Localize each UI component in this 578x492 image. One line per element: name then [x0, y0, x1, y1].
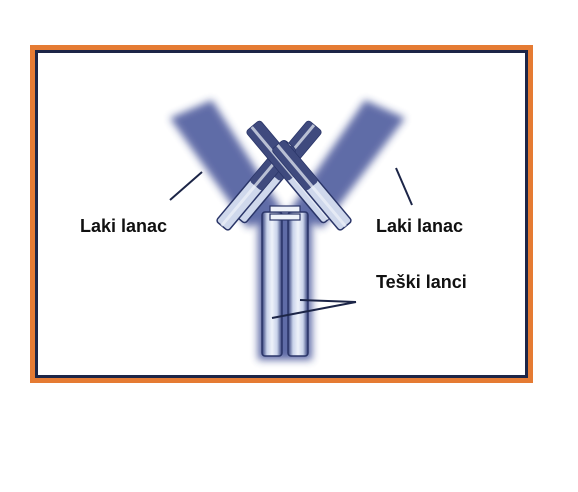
label-light-chain-right: Laki lanac: [376, 216, 463, 237]
heavy-chain-right: [288, 212, 308, 356]
leader-line-left-light-chain: [170, 172, 202, 200]
label-light-chain-left: Laki lanac: [80, 216, 167, 237]
label-heavy-chains: Teški lanci: [376, 272, 467, 293]
leader-line-right-light-chain: [396, 168, 412, 205]
heavy-chain-left: [262, 212, 282, 356]
